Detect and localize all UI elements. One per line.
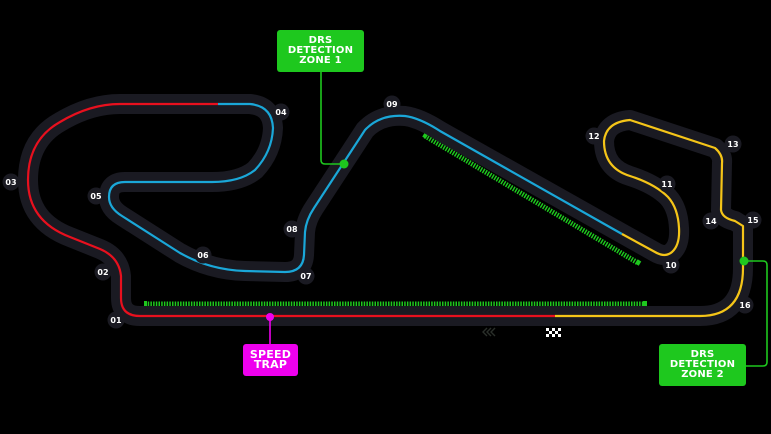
corner-number: 03 xyxy=(5,178,16,187)
drs-detection-zone-1-label: DRS DETECTION ZONE 1 xyxy=(277,30,364,72)
track-sector-2 xyxy=(107,102,623,274)
corner-number: 14 xyxy=(705,217,717,226)
speed-trap-point xyxy=(266,313,274,321)
chevrons-left-icon xyxy=(482,327,496,337)
corner-badge: 09 xyxy=(383,95,401,113)
corner-number: 09 xyxy=(386,100,398,109)
drs-detection-zone-2-label: DRS DETECTION ZONE 2 xyxy=(659,344,746,386)
corner-number: 07 xyxy=(300,272,311,281)
corner-number: 05 xyxy=(90,192,102,201)
drs-detection-2-point xyxy=(739,256,749,266)
corner-number: 15 xyxy=(747,216,759,225)
drs-zone-back-straight xyxy=(423,133,640,266)
corner-badge: 16 xyxy=(736,296,754,314)
corner-badge: 15 xyxy=(744,211,762,229)
drs-detection-1-marker xyxy=(320,72,349,169)
corner-number: 04 xyxy=(275,108,287,117)
drs-detection-1-point xyxy=(339,159,349,169)
corner-badge: 14 xyxy=(702,212,720,230)
corner-number: 01 xyxy=(110,316,122,325)
corner-badge: 05 xyxy=(87,187,105,205)
corner-badge: 06 xyxy=(194,246,212,264)
corner-number: 08 xyxy=(286,225,298,234)
corner-number: 06 xyxy=(197,251,209,260)
corner-badge: 07 xyxy=(297,267,315,285)
speed-trap-label: SPEED TRAP xyxy=(243,344,298,376)
corner-number: 02 xyxy=(97,268,108,277)
drs-detection-2-marker xyxy=(739,256,768,367)
track-sector-1 xyxy=(26,102,555,318)
corner-badge: 10 xyxy=(662,256,680,274)
corner-badges: 01 02 03 04 05 06 07 08 09 10 11 12 13 14 15 16 xyxy=(2,95,762,329)
corner-badge: 03 xyxy=(2,173,20,191)
corner-number: 11 xyxy=(661,180,673,189)
corner-number: 13 xyxy=(727,140,738,149)
corner-badge: 13 xyxy=(724,135,742,153)
corner-badge: 11 xyxy=(658,175,676,193)
corner-badge: 02 xyxy=(94,263,112,281)
chequered-flag-icon xyxy=(546,328,561,337)
speed-trap-marker xyxy=(266,313,274,345)
drs-zones xyxy=(144,132,647,307)
track-sector-3 xyxy=(555,118,745,318)
corner-number: 16 xyxy=(739,301,751,310)
corner-badge: 04 xyxy=(272,103,290,121)
corner-number: 10 xyxy=(665,261,677,270)
corner-badge: 01 xyxy=(107,311,125,329)
corner-badge: 08 xyxy=(283,220,301,238)
corner-badge: 12 xyxy=(585,127,603,145)
track-outline xyxy=(18,94,753,326)
corner-number: 12 xyxy=(588,132,599,141)
